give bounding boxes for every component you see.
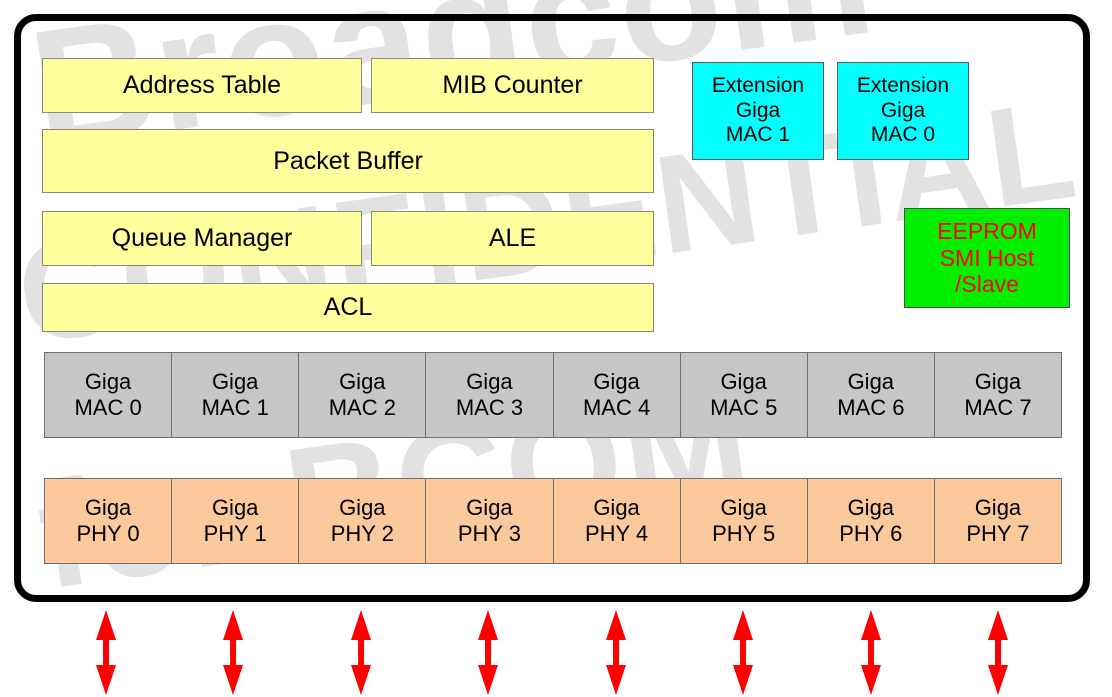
giga-phy-cell-3[interactable]: Giga PHY 3 <box>425 478 554 564</box>
giga-phy-cell-3-line-2: PHY 3 <box>457 521 522 546</box>
giga-mac-cell-5[interactable]: Giga MAC 5 <box>679 352 808 438</box>
giga-phy-cell-7[interactable]: Giga PHY 7 <box>933 478 1062 564</box>
block-packet-buffer-label: Packet Buffer <box>273 146 423 175</box>
port-arrow-slot-0 <box>42 608 170 697</box>
giga-mac-cell-6-line-1: Giga <box>847 369 895 395</box>
eeprom-line-2: SMI Host <box>939 244 1035 271</box>
block-mib-counter-label: MIB Counter <box>442 71 583 99</box>
giga-phy-cell-2[interactable]: Giga PHY 2 <box>298 478 427 564</box>
port-arrow-slot-7 <box>935 608 1063 697</box>
giga-mac-cell-2-line-1: Giga <box>339 369 386 395</box>
block-extension-giga-mac-0[interactable]: Extension Giga MAC 0 <box>837 62 969 160</box>
block-address-table-label: Address Table <box>123 71 281 99</box>
giga-mac-cell-3-line-1: Giga <box>466 369 513 395</box>
giga-mac-cell-0-line-2: MAC 0 <box>74 395 142 420</box>
block-ale[interactable]: ALE <box>371 211 654 266</box>
giga-phy-cell-2-line-2: PHY 2 <box>330 521 394 546</box>
giga-phy-cell-1-line-2: PHY 1 <box>203 521 267 546</box>
giga-mac-cell-3[interactable]: Giga MAC 3 <box>425 352 554 438</box>
extension-giga-mac-1-line-3: MAC 1 <box>725 123 791 147</box>
block-acl-label: ACL <box>323 293 373 321</box>
giga-mac-cell-4[interactable]: Giga MAC 4 <box>552 352 681 438</box>
giga-phy-cell-1-line-1: Giga <box>211 495 259 521</box>
bidirectional-arrow-icon <box>860 610 881 695</box>
port-arrow-slot-6 <box>807 608 935 697</box>
giga-mac-row: Giga MAC 0 Giga MAC 1 Giga MAC 2 Giga MA… <box>44 352 1062 438</box>
giga-mac-cell-1[interactable]: Giga MAC 1 <box>171 352 300 438</box>
giga-phy-cell-6-line-1: Giga <box>847 495 895 521</box>
giga-phy-cell-5[interactable]: Giga PHY 5 <box>679 478 808 564</box>
giga-phy-cell-2-line-1: Giga <box>339 495 386 521</box>
giga-phy-cell-5-line-2: PHY 5 <box>712 521 776 546</box>
giga-mac-cell-0-line-1: Giga <box>84 369 132 395</box>
giga-mac-cell-2-line-2: MAC 2 <box>328 395 396 420</box>
eeprom-line-1: EEPROM <box>937 217 1037 244</box>
giga-phy-cell-1[interactable]: Giga PHY 1 <box>171 478 300 564</box>
block-mib-counter[interactable]: MIB Counter <box>371 58 654 113</box>
extension-giga-mac-1-line-1: Extension <box>711 74 805 98</box>
giga-phy-cell-3-line-1: Giga <box>466 495 513 521</box>
bidirectional-arrow-icon <box>350 610 371 695</box>
bidirectional-arrow-icon <box>95 610 116 695</box>
bidirectional-arrow-icon <box>223 610 244 695</box>
giga-phy-cell-0-line-2: PHY 0 <box>76 521 140 546</box>
giga-mac-cell-1-line-2: MAC 1 <box>201 395 269 420</box>
giga-phy-cell-4[interactable]: Giga PHY 4 <box>552 478 681 564</box>
extension-giga-mac-1-line-2: Giga <box>735 98 781 122</box>
port-arrow-slot-2 <box>297 608 425 697</box>
eeprom-line-3: /Slave <box>955 271 1019 298</box>
block-ale-label: ALE <box>488 224 537 252</box>
giga-mac-cell-3-line-2: MAC 3 <box>455 395 524 420</box>
port-arrow-row <box>42 608 1062 697</box>
bidirectional-arrow-icon <box>605 610 626 695</box>
giga-phy-cell-7-line-1: Giga <box>974 495 1022 521</box>
port-arrow-slot-5 <box>680 608 808 697</box>
giga-phy-cell-4-line-1: Giga <box>593 495 640 521</box>
block-packet-buffer[interactable]: Packet Buffer <box>42 129 654 193</box>
extension-giga-mac-0-line-2: Giga <box>880 98 926 122</box>
chip-outline-border <box>14 14 1090 602</box>
giga-phy-cell-5-line-1: Giga <box>720 495 767 521</box>
giga-phy-cell-0-line-1: Giga <box>84 495 132 521</box>
extension-giga-mac-0-line-3: MAC 0 <box>870 123 936 147</box>
giga-mac-cell-7[interactable]: Giga MAC 7 <box>933 352 1062 438</box>
giga-mac-cell-6[interactable]: Giga MAC 6 <box>806 352 935 438</box>
block-queue-manager[interactable]: Queue Manager <box>42 211 362 266</box>
port-arrow-slot-3 <box>425 608 553 697</box>
port-arrow-slot-4 <box>552 608 680 697</box>
giga-phy-row: Giga PHY 0 Giga PHY 1 Giga PHY 2 Giga PH… <box>44 478 1062 564</box>
bidirectional-arrow-icon <box>988 610 1009 695</box>
giga-mac-cell-1-line-1: Giga <box>211 369 259 395</box>
bidirectional-arrow-icon <box>478 610 499 695</box>
block-address-table[interactable]: Address Table <box>42 58 362 113</box>
port-arrow-slot-1 <box>170 608 298 697</box>
extension-giga-mac-0-line-1: Extension <box>856 74 950 98</box>
giga-phy-cell-6[interactable]: Giga PHY 6 <box>806 478 935 564</box>
giga-mac-cell-5-line-1: Giga <box>720 369 767 395</box>
giga-mac-cell-7-line-1: Giga <box>974 369 1022 395</box>
bidirectional-arrow-icon <box>733 610 754 695</box>
giga-phy-cell-0[interactable]: Giga PHY 0 <box>44 478 173 564</box>
giga-mac-cell-2[interactable]: Giga MAC 2 <box>298 352 427 438</box>
block-eeprom-smi-host-slave[interactable]: EEPROM SMI Host /Slave <box>904 208 1070 308</box>
giga-mac-cell-6-line-2: MAC 6 <box>837 395 905 420</box>
giga-mac-cell-0[interactable]: Giga MAC 0 <box>44 352 173 438</box>
giga-mac-cell-7-line-2: MAC 7 <box>964 395 1032 420</box>
block-extension-giga-mac-1[interactable]: Extension Giga MAC 1 <box>692 62 824 160</box>
giga-phy-cell-4-line-2: PHY 4 <box>584 521 649 546</box>
giga-phy-cell-6-line-2: PHY 6 <box>839 521 903 546</box>
block-acl[interactable]: ACL <box>42 283 654 332</box>
giga-mac-cell-5-line-2: MAC 5 <box>710 395 778 420</box>
giga-mac-cell-4-line-2: MAC 4 <box>582 395 651 420</box>
giga-mac-cell-4-line-1: Giga <box>593 369 640 395</box>
giga-phy-cell-7-line-2: PHY 7 <box>966 521 1030 546</box>
block-queue-manager-label: Queue Manager <box>111 224 293 252</box>
